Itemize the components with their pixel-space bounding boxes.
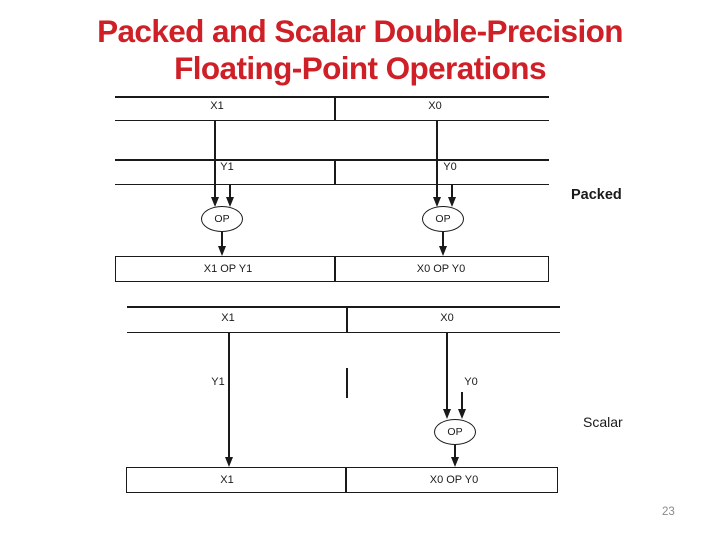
page-number: 23 <box>662 506 675 518</box>
scalar-x0-flow-line <box>446 333 448 409</box>
scalar-result-high-label: X1 <box>220 474 234 486</box>
packed-op-high-oval: OP <box>201 206 243 232</box>
packed-op-high-label: OP <box>214 213 230 225</box>
scalar-y0-flow-line <box>461 392 463 409</box>
packed-result-register-box <box>115 256 549 282</box>
scalar-x-register-bottom-line <box>127 331 560 333</box>
packed-y0-label: Y0 <box>443 161 457 173</box>
scalar-result-low-label: X0 OP Y0 <box>429 474 479 486</box>
scalar-x0-label: X0 <box>440 312 454 324</box>
packed-y1-flow-line <box>229 185 231 197</box>
packed-x0-arrowhead <box>432 196 441 207</box>
scalar-y0-arrowhead <box>457 408 466 419</box>
packed-op-low-label: OP <box>435 213 451 225</box>
packed-x0-label: X0 <box>428 100 442 112</box>
packed-y-register-bottom-line <box>115 183 549 185</box>
packed-y0-flow-line <box>451 185 453 197</box>
scalar-x-register-top-line <box>127 306 560 308</box>
slide-title-line2: Floating-Point Operations <box>174 50 546 86</box>
scalar-result-register-divider <box>345 468 347 492</box>
scalar-op-oval: OP <box>434 419 476 445</box>
packed-op-low-out-arrowhead <box>438 246 447 256</box>
scalar-op-out-line <box>454 445 456 457</box>
scalar-middle-tick <box>346 368 348 398</box>
slide-title: Packed and Scalar Double-Precision Float… <box>0 13 720 87</box>
scalar-x1-arrowhead <box>224 456 233 467</box>
packed-result-low-label: X0 OP Y0 <box>416 263 466 275</box>
scalar-x-register-divider <box>346 306 348 333</box>
scalar-op-label: OP <box>447 426 463 438</box>
packed-x1-label: X1 <box>210 100 224 112</box>
packed-y1-arrowhead <box>225 196 234 207</box>
scalar-op-out-arrowhead <box>450 456 459 467</box>
packed-x-register-divider <box>334 96 336 121</box>
packed-op-low-oval: OP <box>422 206 464 232</box>
packed-op-high-out-arrowhead <box>217 246 226 256</box>
packed-op-low-out-line <box>442 232 444 246</box>
packed-y-register-top-line <box>115 159 549 161</box>
scalar-y1-label: Y1 <box>211 376 225 388</box>
packed-result-register-divider <box>334 257 336 281</box>
packed-y1-label: Y1 <box>220 161 234 173</box>
scalar-y0-label: Y0 <box>464 376 478 388</box>
scalar-x0-arrowhead <box>442 408 451 419</box>
scalar-x1-label: X1 <box>221 312 235 324</box>
packed-x1-arrowhead <box>210 196 219 207</box>
packed-caption: Packed <box>571 187 622 203</box>
packed-y-register-divider <box>334 159 336 185</box>
slide-title-line1: Packed and Scalar Double-Precision <box>97 13 623 49</box>
packed-x-register-bottom-line <box>115 119 549 121</box>
packed-result-high-label: X1 OP Y1 <box>203 263 253 275</box>
scalar-x1-flow-line <box>228 333 230 457</box>
scalar-result-register-box <box>126 467 558 493</box>
packed-op-high-out-line <box>221 232 223 246</box>
scalar-caption: Scalar <box>583 414 623 430</box>
packed-y0-arrowhead <box>447 196 456 207</box>
packed-x-register-top-line <box>115 96 549 98</box>
